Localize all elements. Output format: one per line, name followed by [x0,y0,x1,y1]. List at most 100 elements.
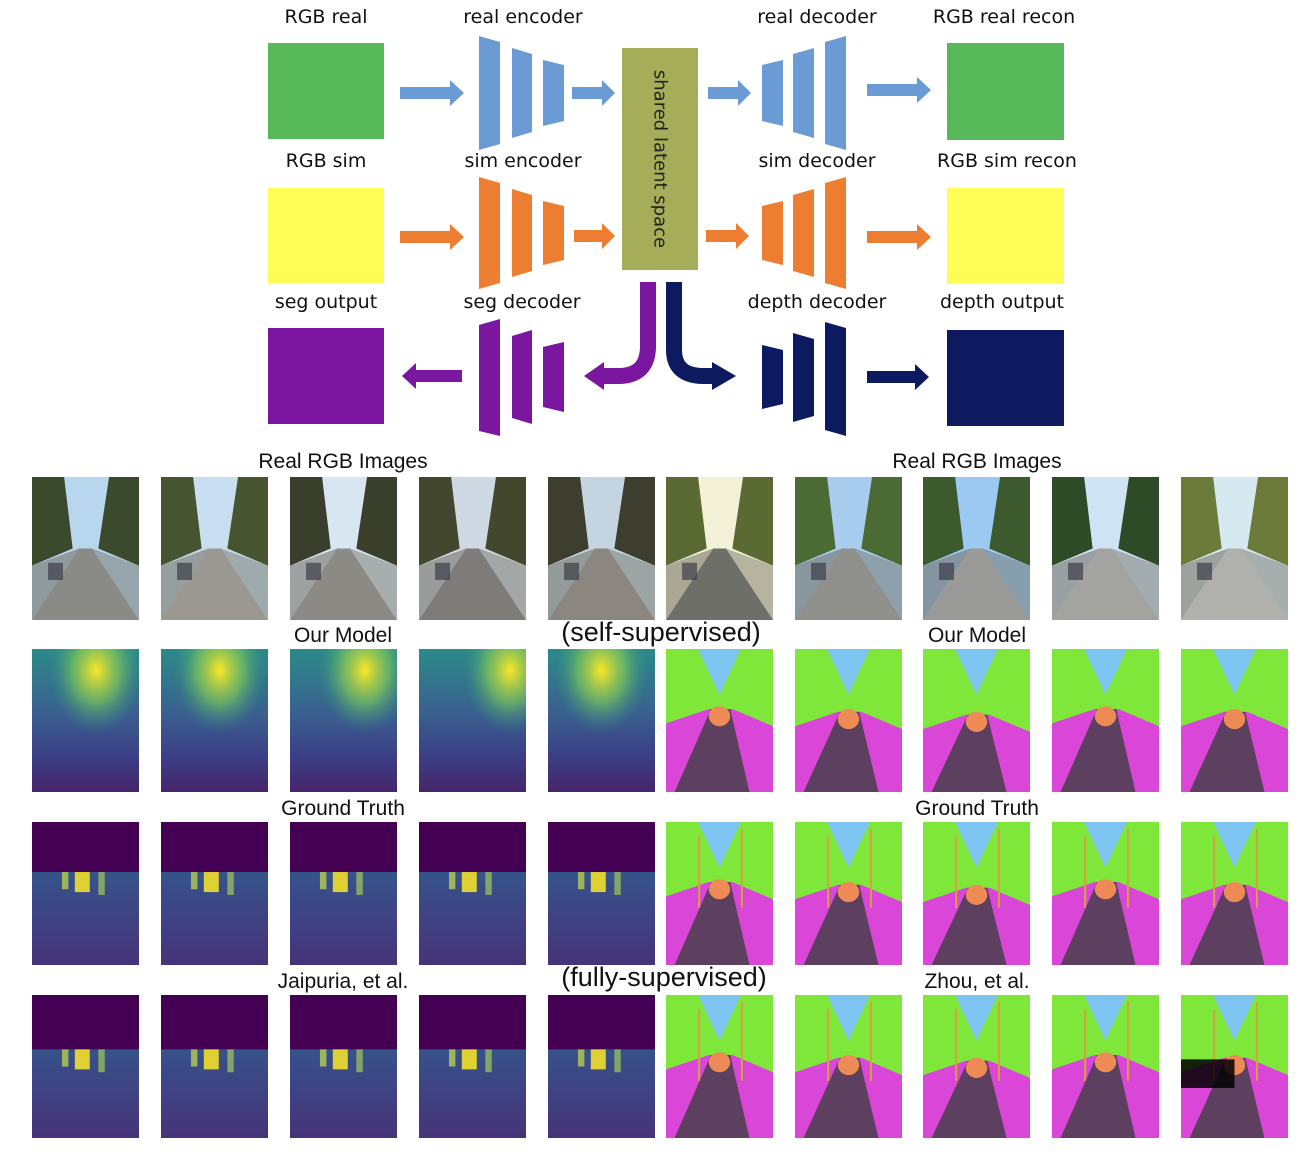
sim-decoder-block-3 [825,177,846,289]
tile-real-rgb-8 [923,477,1030,620]
tile-real-rgb-1 [32,477,139,620]
rgb-sim-recon-box [947,188,1064,284]
tile-our-model-6 [666,649,773,792]
seg-branch-arrowhead [584,362,604,390]
rgb-real-label: RGB real [284,6,368,28]
tile-real-rgb-3 [290,477,397,620]
tile-baseline-1 [32,995,139,1138]
tile-ground-truth-9 [1052,822,1159,965]
real-output-arrow [867,77,931,103]
real-encoder-arrow [572,80,615,106]
shared-latent-space-box [622,48,698,270]
real-decoder-block-2 [793,48,814,138]
sim-output-arrow [867,224,931,250]
tile-ground-truth-10 [1181,822,1288,965]
ground-truth-title-left: Ground Truth [281,797,405,820]
tile-real-rgb-2 [161,477,268,620]
seg-decoder-block-1 [479,319,500,436]
tile-ground-truth-6 [666,822,773,965]
rgb-real-box [268,43,384,139]
sim-encoder-block-3 [543,201,564,265]
tile-baseline-8 [923,995,1030,1138]
seg-decoder-block-3 [543,342,564,412]
sim-encoder-block-2 [512,189,532,277]
tile-real-rgb-6 [666,477,773,620]
sim-encoder-block-1 [479,177,500,289]
tile-baseline-3 [290,995,397,1138]
depth-branch-arrowhead [712,362,736,390]
sim-encoder-label: sim encoder [464,150,582,172]
seg-decoder-block-2 [512,330,532,424]
self-supervised-title: (self-supervised) [561,617,761,647]
tile-real-rgb-10 [1181,477,1288,620]
rgb-sim-label: RGB sim [285,150,367,172]
depth-output-label: depth output [939,291,1065,313]
jaipuria-title: Jaipuria, et al. [277,970,409,993]
tile-real-rgb-5 [548,477,655,620]
seg-decoder-label: seg decoder [463,291,581,313]
rgb-real-recon-label: RGB real recon [932,6,1076,28]
depth-decoder-block-2 [793,333,814,422]
real-encoder-block-2 [512,48,532,138]
tile-ground-truth-3 [290,822,397,965]
sim-decoder-block-2 [793,189,814,277]
tile-real-rgb-7 [795,477,902,620]
real-decoder-block-3 [825,36,846,150]
tile-our-model-3 [290,649,397,792]
sim-encoder-arrow [574,223,615,249]
real-rgb-title-left: Real RGB Images [258,450,428,473]
tile-our-model-5 [548,649,655,792]
tile-ground-truth-2 [161,822,268,965]
tile-baseline-2 [161,995,268,1138]
depth-decoder-block-1 [762,345,783,409]
depth-output-arrow [867,364,929,390]
seg-output-arrow [402,363,462,389]
real-input-arrow [400,80,464,106]
sim-decoder-arrow [706,223,749,249]
tile-baseline-10 [1181,995,1288,1138]
zhou-title: Zhou, et al. [924,970,1030,993]
tile-baseline-9 [1052,995,1159,1138]
real-decoder-arrow [708,80,751,106]
seg-output-box [268,328,384,424]
fully-supervised-title: (fully-supervised) [561,962,767,992]
real-decoder-label: real decoder [757,6,877,28]
rgb-sim-box [268,188,384,283]
tile-ground-truth-5 [548,822,655,965]
sim-input-arrow [400,224,464,250]
depth-decoder-block-3 [825,322,846,436]
tile-baseline-6 [666,995,773,1138]
tile-our-model-8 [923,649,1030,792]
ground-truth-title-right: Ground Truth [915,797,1039,820]
tile-our-model-2 [161,649,268,792]
shared-latent-space-label: shared latent space [649,69,671,249]
rgb-sim-recon-label: RGB sim recon [937,150,1077,172]
depth-branch-pipe [666,282,716,384]
seg-branch-pipe [600,282,656,384]
tile-ground-truth-8 [923,822,1030,965]
tile-baseline-5 [548,995,655,1138]
tile-our-model-9 [1052,649,1159,792]
seg-output-label: seg output [274,291,378,313]
tile-our-model-4 [419,649,526,792]
our-model-title-left: Our Model [293,624,393,647]
depth-decoder-label: depth decoder [747,291,887,313]
real-encoder-label: real encoder [463,6,583,28]
architecture-diagram [268,36,1064,436]
our-model-title-right: Our Model [927,624,1027,647]
tile-ground-truth-4 [419,822,526,965]
tile-our-model-1 [32,649,139,792]
real-encoder-block-1 [479,36,500,150]
sim-decoder-block-1 [762,201,783,265]
tile-baseline-7 [795,995,902,1138]
tile-real-rgb-4 [419,477,526,620]
rgb-real-recon-box [947,43,1064,140]
depth-output-box [947,330,1064,426]
tile-our-model-10 [1181,649,1288,792]
real-decoder-block-1 [762,60,783,126]
real-rgb-title-right: Real RGB Images [892,450,1062,473]
tile-ground-truth-7 [795,822,902,965]
sim-decoder-label: sim decoder [758,150,876,172]
tile-real-rgb-9 [1052,477,1159,620]
real-encoder-block-3 [543,60,564,126]
